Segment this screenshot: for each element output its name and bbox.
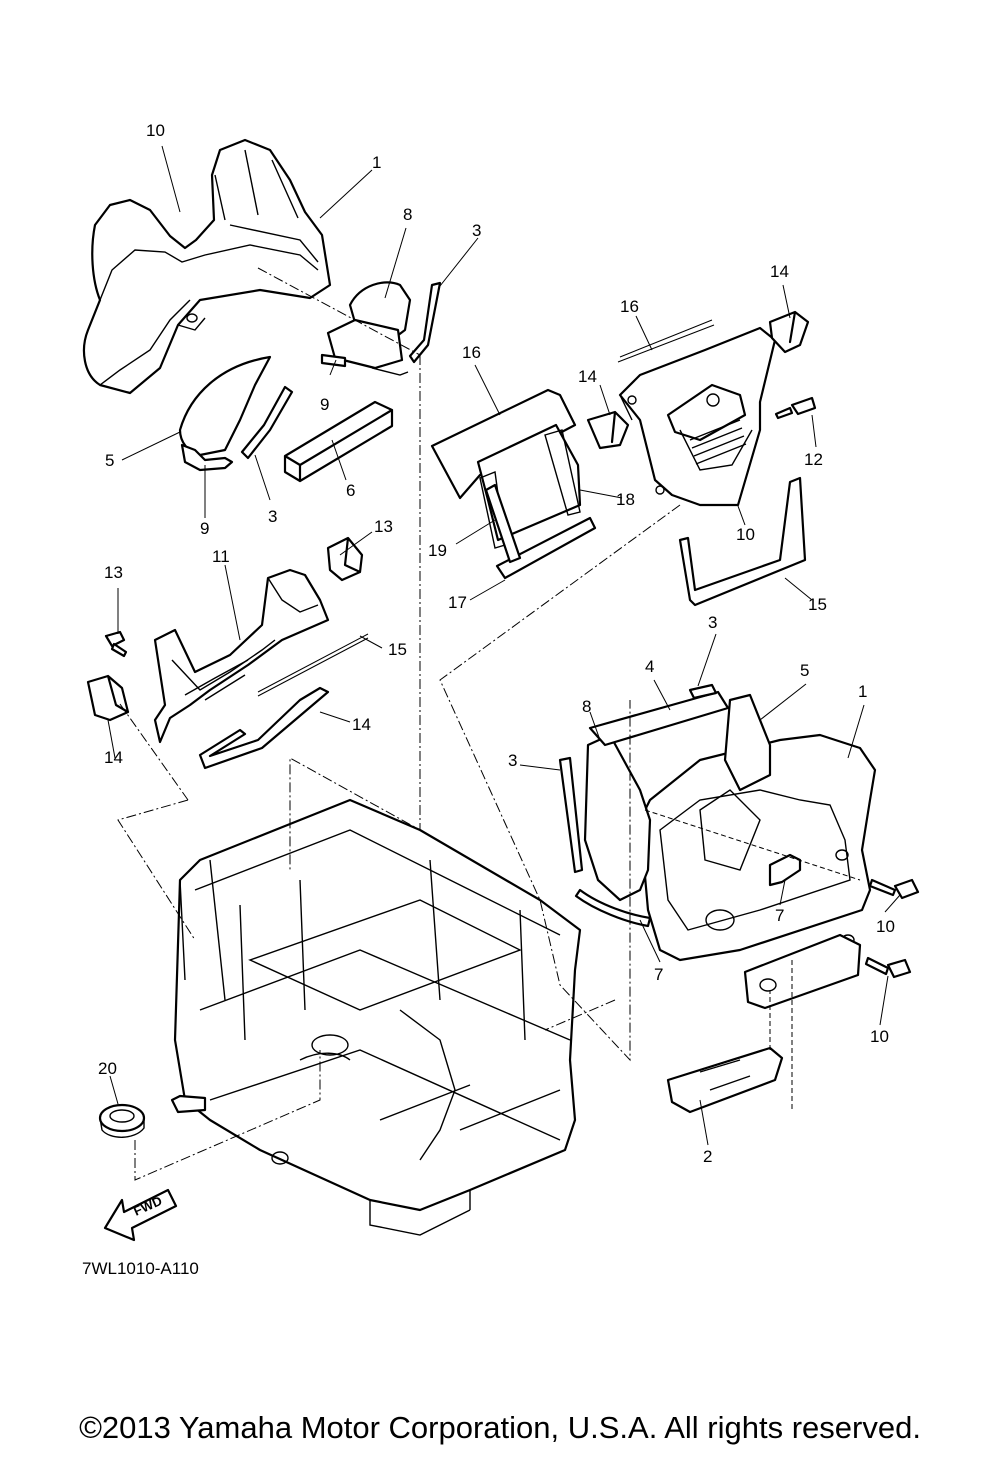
front-cover-top <box>82 138 332 395</box>
callout-10: 10 <box>876 917 895 936</box>
strip-3-upper <box>408 281 442 364</box>
callout-8: 8 <box>582 697 591 716</box>
callout-11: 11 <box>212 547 230 566</box>
cap-14-mid <box>326 536 364 582</box>
lower-bracket-2-top <box>743 933 862 1010</box>
callout-15: 14 <box>352 715 371 734</box>
bracket-9-upper <box>320 353 347 368</box>
reference-lines <box>117 267 861 1181</box>
callout-9: 9 <box>320 395 329 414</box>
side-cover-5-upper <box>178 355 272 472</box>
lower-bracket-hole <box>759 978 777 992</box>
callout-5: 5 <box>105 451 114 470</box>
callout-17: 16 <box>462 343 481 362</box>
seal-15-left <box>198 686 330 770</box>
callout-16: 15 <box>388 640 407 659</box>
panel-17 <box>430 388 577 500</box>
callout-6: 6 <box>346 481 355 500</box>
callout-19: 18 <box>616 490 635 509</box>
callout-1: 1 <box>858 682 867 701</box>
cap-14-top-right <box>768 310 810 354</box>
plate-2 <box>666 1046 784 1114</box>
bolt-10-right-lower <box>864 956 912 979</box>
callout-10: 10 <box>870 1027 889 1046</box>
drawing-code: 7WL1010-A110 <box>82 1259 199 1278</box>
strip-16-right <box>617 319 715 363</box>
callout-15: 15 <box>808 595 827 614</box>
bolt-10-right-upper <box>868 878 920 900</box>
block-6 <box>283 400 394 483</box>
meter-panel-12 <box>618 326 777 507</box>
callout-16: 16 <box>620 297 639 316</box>
callout-2: 2 <box>703 1147 712 1166</box>
strip-16-left <box>257 633 369 697</box>
callout-4: 4 <box>645 657 654 676</box>
callout-3: 3 <box>508 751 517 770</box>
callout-14: 14 <box>770 262 789 281</box>
bolt-13-right <box>774 396 817 420</box>
bolt-13-left <box>104 630 128 658</box>
callout-1: 1 <box>372 153 381 172</box>
fwd-arrow-icon: FWD <box>103 1188 178 1242</box>
leader-lines <box>107 145 901 1146</box>
callout-12: 10 <box>736 525 755 544</box>
strip-18 <box>495 516 597 580</box>
callout-labels: 10 1 8 3 9 5 6 9 3 13 11 13 15 14 14 16 … <box>82 121 895 1278</box>
seal-15-right <box>678 476 807 607</box>
cover-11 <box>153 568 330 744</box>
callout-14: 14 <box>104 748 123 767</box>
bracket-7-curve <box>574 888 652 928</box>
callout-14: 14 <box>578 367 597 386</box>
callout-9: 9 <box>200 519 209 538</box>
bracket-7 <box>768 853 802 887</box>
callout-10: 10 <box>146 121 165 140</box>
callout-8: 8 <box>403 205 412 224</box>
callout-3: 3 <box>472 221 481 240</box>
callout-13: 12 <box>804 450 823 469</box>
callout-18: 17 <box>448 593 467 612</box>
callout-20: 19 <box>428 541 447 560</box>
side-cover-8-lower <box>583 733 652 902</box>
cap-14-left <box>86 674 130 722</box>
strip-3-lower-left <box>558 756 584 874</box>
callout-5: 5 <box>800 661 809 680</box>
callout-3: 3 <box>268 507 277 526</box>
grommet-21 <box>98 1103 146 1138</box>
callout-7: 7 <box>775 906 784 925</box>
strip-3-lower-right <box>688 683 718 700</box>
copyright-notice: ©2013 Yamaha Motor Corporation, U.S.A. A… <box>79 1410 921 1445</box>
callout-14: 13 <box>374 517 393 536</box>
frame <box>170 798 582 1236</box>
strip-4 <box>588 690 730 747</box>
strip-3-left <box>240 385 294 460</box>
cap-14-center-right <box>586 410 630 450</box>
plate-2-slots <box>699 1059 751 1091</box>
callout-3: 3 <box>708 613 717 632</box>
callout-7: 7 <box>654 965 663 984</box>
strip-20 <box>484 483 522 564</box>
side-cover-5-lower <box>723 693 772 792</box>
callout-21: 20 <box>98 1059 117 1078</box>
callout-13: 13 <box>104 563 123 582</box>
